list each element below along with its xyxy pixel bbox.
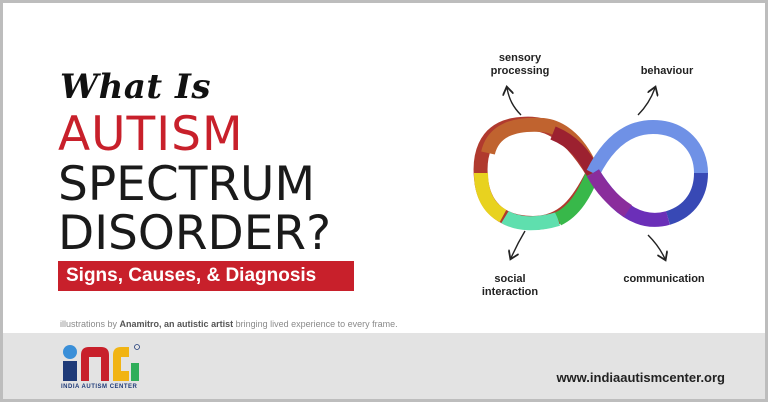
infinity-crossing-red: [550, 126, 600, 177]
headline-disorder: DISORDER?: [58, 206, 332, 261]
credit-suffix: bringing lived experience to every frame…: [235, 319, 398, 329]
arrow-behaviour: [637, 88, 655, 116]
arrow-sensory: [507, 88, 522, 116]
logo-org-name: INDIA AUTISM CENTER: [61, 384, 138, 390]
infinity-left-yellow: [474, 172, 507, 223]
infinity-diagram: [473, 43, 708, 313]
credit-prefix: illustrations by: [60, 319, 118, 329]
logo-mark-icon: [63, 344, 140, 381]
label-sensory-processing: sensory processing: [490, 52, 550, 77]
infinity-right-navy: [665, 172, 708, 225]
infinity-crossing-magenta: [586, 169, 633, 217]
infinity-left-green: [554, 170, 600, 226]
illustration-credit: illustrations by Anamitro, an autistic a…: [60, 319, 398, 329]
label-communication: communication: [623, 273, 705, 285]
footer-bar: [3, 333, 765, 399]
subtitle-banner: Signs, Causes, & Diagnosis: [58, 261, 354, 291]
label-social-interaction: social interaction: [481, 273, 539, 298]
india-autism-center-logo: INDIA AUTISM CENTER: [61, 343, 161, 395]
headline-autism: AUTISM: [58, 107, 244, 162]
label-behaviour: behaviour: [640, 65, 694, 77]
arrow-social: [511, 230, 526, 258]
headline-spectrum: SPECTRUM: [58, 157, 316, 212]
arrow-communication: [647, 234, 665, 259]
headline-what-is: What Is: [60, 67, 212, 107]
infinity-left-mint: [501, 210, 561, 231]
website-url[interactable]: www.indiaautismcenter.org: [556, 370, 725, 385]
infinity-right-blue: [586, 119, 708, 177]
credit-artist: Anamitro, an autistic artist: [119, 319, 234, 329]
